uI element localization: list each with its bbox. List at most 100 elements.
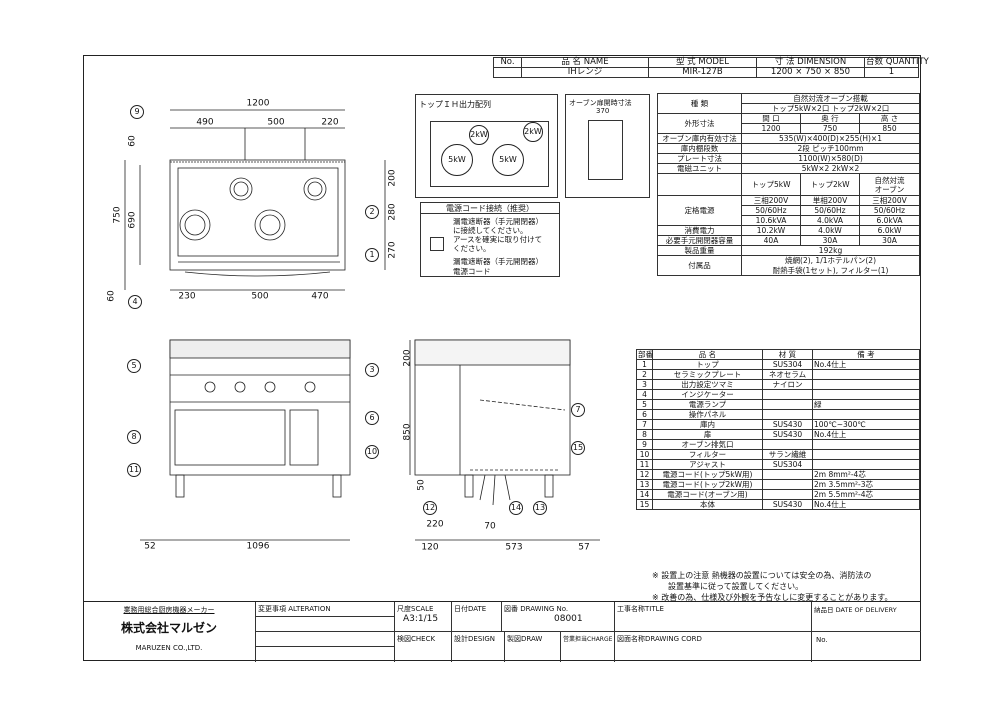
part-no: 12 xyxy=(636,469,653,480)
power-cord-title: 電源コード接続（推奨） xyxy=(421,203,559,214)
burner-2kw-right: 2kW xyxy=(523,122,543,142)
spec-value: 5kW×2 2kW×2 xyxy=(740,163,921,174)
dim-280: 280 xyxy=(387,203,398,221)
parts-header: 品 名 xyxy=(652,349,763,360)
part-remarks xyxy=(812,439,920,450)
spec-value: 1100(W)×580(D) xyxy=(740,153,921,164)
dim-270: 270 xyxy=(387,241,398,259)
breaker-icon xyxy=(430,237,444,251)
part-material: ネオセラム xyxy=(762,369,813,380)
part-no: 3 xyxy=(636,379,653,390)
spec-value: 850 xyxy=(858,123,921,134)
parts-header: 備 考 xyxy=(812,349,920,360)
part-material xyxy=(762,399,813,410)
check-label: 検図CHECK xyxy=(395,632,452,662)
spec-col: トップ5kW xyxy=(741,173,801,196)
scale-value: A3:1/15 xyxy=(403,614,439,624)
callout-15: 15 xyxy=(571,441,585,455)
spec-value: 10.2kW xyxy=(741,225,801,236)
cord-label: 電源コード xyxy=(453,267,491,276)
callout-1: 1 xyxy=(365,248,379,262)
part-material xyxy=(762,389,813,400)
part-material: SUS430 xyxy=(762,499,813,510)
spec-label: 消費電力 xyxy=(657,225,742,236)
spec-table: 種 類自然対流オーブン搭載 トップ5kW×2口 トップ2kW×2口 外形寸法間 … xyxy=(657,93,921,276)
spec-value: 6.0kW xyxy=(858,225,921,236)
part-name: 出力設定ツマミ xyxy=(652,379,763,390)
parts-header: 部番 xyxy=(636,349,653,360)
spec-label: 間 口 xyxy=(741,113,801,124)
part-name: 電源コード(オーブン用) xyxy=(652,489,763,500)
callout-12: 12 xyxy=(423,501,437,515)
spec-value: 2段 ピッチ100mm xyxy=(740,143,921,154)
burner-2kw-left: 2kW xyxy=(469,125,489,145)
ih-layout-title: トップＩＨ出力配列 xyxy=(419,100,491,109)
part-no: 4 xyxy=(636,389,653,400)
spec-value: 耐熱手袋(1セット), フィルター(1) xyxy=(740,265,921,276)
part-remarks xyxy=(812,409,920,420)
maker-tag: 業務用総合厨房機器メーカー xyxy=(123,606,215,614)
part-name: 電源ランプ xyxy=(652,399,763,410)
part-remarks xyxy=(812,369,920,380)
part-name: 電源コード(トップ5kW用) xyxy=(652,469,763,480)
spec-value: 単相200V xyxy=(800,195,860,206)
part-name: オーブン排気口 xyxy=(652,439,763,450)
spec-value: 750 xyxy=(800,123,860,134)
spec-label: 製品重量 xyxy=(657,245,742,256)
alteration-label: 変更事項 ALTERATION xyxy=(256,602,394,617)
dim-750: 750 xyxy=(112,206,123,224)
dim-490: 490 xyxy=(196,117,214,128)
part-no: 2 xyxy=(636,369,653,380)
drawing-no: 08001 xyxy=(554,614,583,624)
dim-500: 500 xyxy=(267,117,285,128)
parts-header: 材 質 xyxy=(762,349,813,360)
note-line: ※ 設置上の注意 熱機器の設置については安全の為、消防法の xyxy=(652,571,872,580)
dim-60-top: 60 xyxy=(127,135,138,147)
part-remarks: 2m 8mm²-4芯 xyxy=(812,469,920,480)
dim-470: 470 xyxy=(311,291,329,302)
part-no: 14 xyxy=(636,489,653,500)
spec-label: 高 さ xyxy=(858,113,921,124)
cord-text: アースを確実に取り付けて xyxy=(453,235,543,244)
spec-col: オーブン xyxy=(874,184,905,194)
company-en: MARUZEN CO.,LTD. xyxy=(135,644,203,652)
callout-4: 4 xyxy=(128,295,142,309)
dim-200: 200 xyxy=(387,169,398,187)
spec-value: 三相200V xyxy=(741,195,801,206)
part-remarks: 2m 5.5mm²-4芯 xyxy=(812,489,920,500)
side-dim-200: 200 xyxy=(402,349,413,367)
dim-230: 230 xyxy=(178,291,196,302)
spec-label: 必要手元開閉器容量 xyxy=(657,235,742,246)
part-name: 電源コード(トップ2kW用) xyxy=(652,479,763,490)
part-remarks: No.4仕上 xyxy=(812,429,920,440)
spec-label: 電磁ユニット xyxy=(657,163,742,174)
spec-label: オーブン庫内有効寸法 xyxy=(657,133,742,144)
note-line: ※ 改善の為、仕様及び外観を予告なしに変更することがあります。 xyxy=(652,593,893,602)
part-no: 1 xyxy=(636,359,653,370)
part-no: 6 xyxy=(636,409,653,420)
no-label: No. xyxy=(816,636,828,644)
part-remarks xyxy=(812,389,920,400)
part-no: 13 xyxy=(636,479,653,490)
part-remarks: 2m 3.5mm²-3芯 xyxy=(812,479,920,490)
side-dim-573: 573 xyxy=(505,542,523,553)
part-remarks: No.4仕上 xyxy=(812,499,920,510)
side-dim-220: 220 xyxy=(426,519,444,530)
spec-value: 40A xyxy=(741,235,801,246)
part-material xyxy=(762,489,813,500)
dim-52: 52 xyxy=(144,541,156,552)
part-no: 11 xyxy=(636,459,653,470)
spec-value: 50/60Hz xyxy=(741,205,801,216)
part-name: インジケーター xyxy=(652,389,763,400)
callout-10: 10 xyxy=(365,445,379,459)
